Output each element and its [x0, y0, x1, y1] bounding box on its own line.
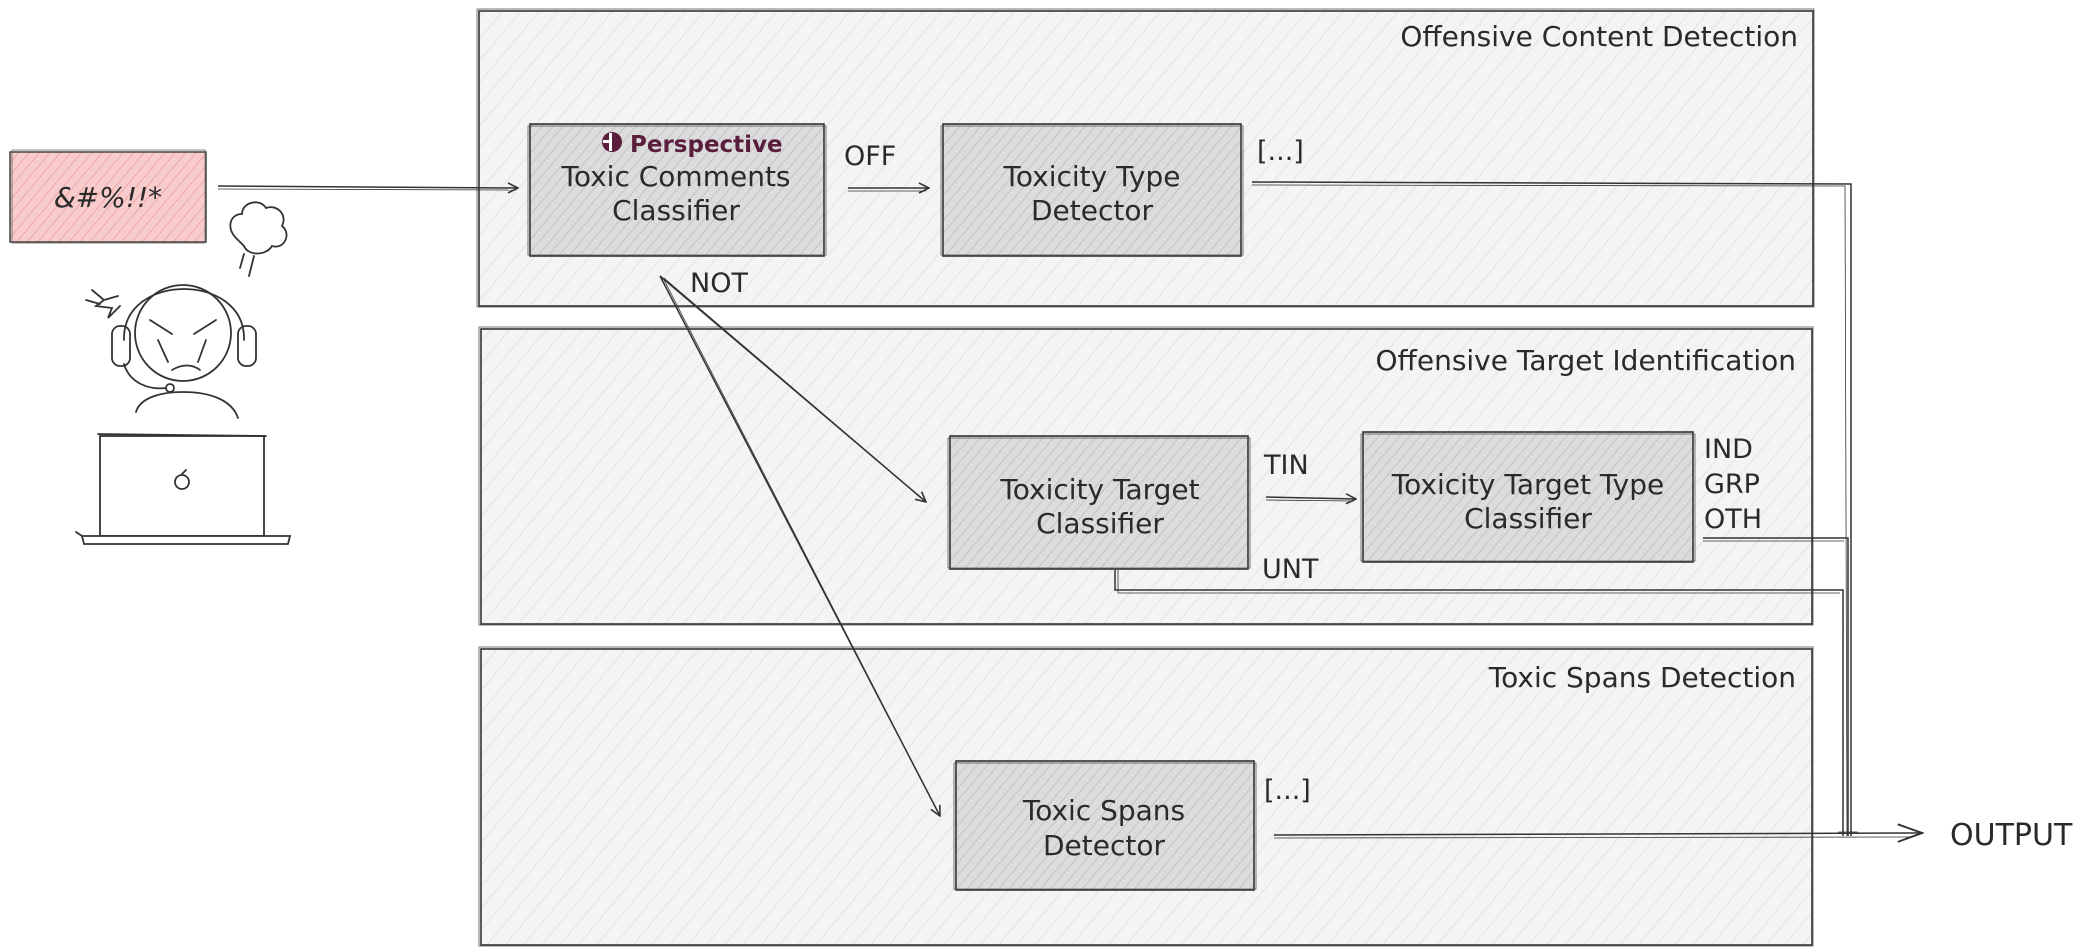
- edge-label-ellipsis: [...]: [1264, 775, 1311, 806]
- toxicity-target-classifier-box: Toxicity Target Classifier: [947, 435, 1251, 570]
- box-label-line2: Classifier: [1036, 507, 1164, 540]
- angry-user-with-headset-icon: [85, 201, 288, 419]
- box-label-line2: Classifier: [612, 194, 740, 227]
- toxic-comments-classifier-box: Perspective Toxic Comments Classifier: [527, 123, 827, 257]
- edge-label-ellipsis: [...]: [1257, 136, 1304, 167]
- panel-title: Toxic Spans Detection: [1488, 661, 1796, 694]
- box-label-line1: Toxic Comments: [560, 160, 790, 193]
- edge-label-oth: OTH: [1704, 504, 1762, 535]
- line-type-to-output: [1251, 181, 1852, 836]
- output-label: OUTPUT: [1950, 818, 2073, 853]
- toxicity-target-type-classifier-box: Toxicity Target Type Classifier: [1360, 431, 1696, 563]
- box-label-line2: Detector: [1043, 829, 1165, 862]
- box-label-line2: Classifier: [1464, 502, 1592, 535]
- box-label-line1: Toxic Spans: [1022, 794, 1185, 827]
- edge-label-ind: IND: [1704, 434, 1753, 465]
- edge-label-tin: TIN: [1263, 450, 1309, 481]
- toxicity-type-detector-box: Toxicity Type Detector: [940, 123, 1244, 257]
- edge-label-not: NOT: [690, 268, 748, 299]
- input-text: &#%!!*: [54, 181, 162, 214]
- connectors: [217, 181, 1922, 838]
- toxic-spans-detector-box: Toxic Spans Detector: [953, 760, 1257, 891]
- perspective-brand: Perspective: [630, 132, 783, 158]
- panel-title: Offensive Content Detection: [1400, 20, 1798, 53]
- arrow-input-to-classifier: [217, 186, 518, 188]
- panel-title: Offensive Target Identification: [1376, 344, 1796, 377]
- line-unt-to-output: [1114, 570, 1844, 836]
- arrow-tin: [1265, 497, 1356, 499]
- laptop-icon: [75, 433, 292, 545]
- box-label-line1: Toxicity Type: [1003, 160, 1181, 193]
- box-label-line2: Detector: [1031, 194, 1153, 227]
- box-label-line1: Toxicity Target Type: [1391, 468, 1664, 501]
- perspective-logo-icon: [602, 132, 622, 152]
- edge-label-grp: GRP: [1704, 469, 1760, 500]
- arrow-to-output: [1273, 833, 1922, 835]
- input-text-box: &#%!!*: [9, 149, 207, 244]
- edge-label-unt: UNT: [1262, 554, 1319, 585]
- line-target-type-to-output: [1703, 537, 1849, 836]
- edge-label-off: OFF: [844, 141, 896, 172]
- box-label-line1: Toxicity Target: [999, 473, 1199, 506]
